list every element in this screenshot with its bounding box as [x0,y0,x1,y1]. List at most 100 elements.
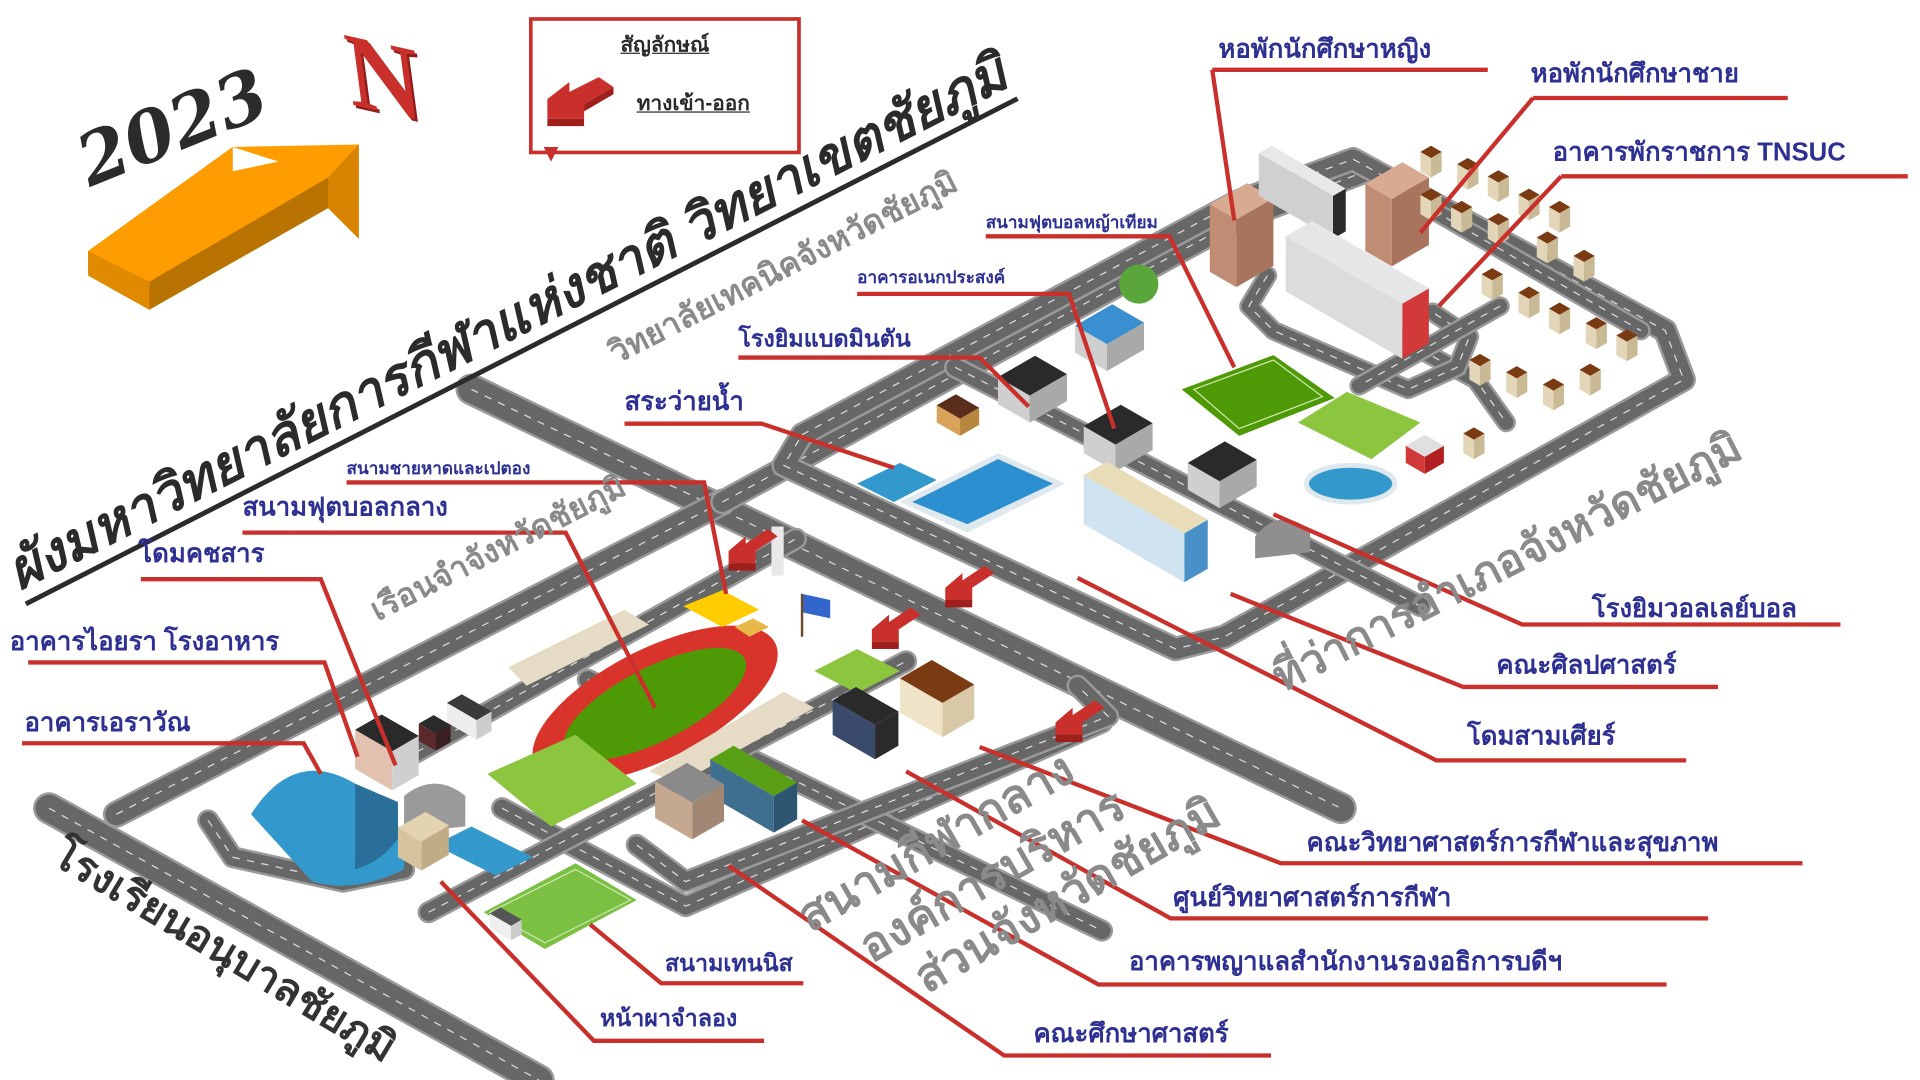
leader-line-15 [1272,512,1841,627]
fuel-station-side-a [1405,445,1425,474]
staff-house-9 [1573,249,1595,282]
pool-small [857,462,937,503]
staff-house-15-side-b [1480,360,1491,386]
label-staff-housing[interactable]: อาคารพักราชการ TNSUC [1552,138,1846,167]
staff-house-4-side-a [1548,206,1560,233]
staff-house-9-side-a [1573,255,1585,282]
staff-housing-building-side-a [1285,236,1403,359]
label-turf-field[interactable]: สนามฟุตบอลหญ้าเทียม [985,211,1158,232]
staff-house-14-side-a [1616,335,1627,362]
staff-housing-building [1285,221,1429,359]
road-prison-centerline [116,501,723,815]
staff-house-12-side-b [1559,308,1571,335]
staff-house-16-side-b [1516,372,1528,398]
badminton-gym [997,355,1067,423]
volleyball-gym-roof [1187,441,1257,482]
tennis-shed-side-a [489,913,512,941]
aiyara-canteen-side-a [355,729,393,791]
climbing-wall [397,811,449,871]
flag-icon [802,593,831,619]
staff-house-5 [1420,188,1442,221]
staff-house-8-side-a [1536,237,1548,264]
men-dorm-building-side-a [1365,183,1392,267]
small-building-side-b [435,724,451,751]
staff-house-11-side-b [1528,292,1540,319]
label-beach-petanque[interactable]: สนามชายหาดและเปตอง [346,457,531,478]
men-dorm-building-roof [1365,162,1429,199]
staff-house-7-roof [1487,213,1509,226]
sports-science-center [710,745,798,833]
phaya-lae-building-side-a [655,781,693,840]
phaya-lae-building-side-b [692,784,725,840]
label-multipurpose[interactable]: อาคารอเนกประสงค์ [857,266,1006,287]
staff-house-2-side-a [1487,176,1499,203]
road-housing-centerline [1407,195,1642,332]
dome-kochasarn-front [355,783,398,870]
label-phaya-lae[interactable]: อาคารพญาแลสำนักงานรองอธิการบดีฯ [1128,947,1563,976]
staff-house-17 [1542,378,1565,411]
staff-house-9-side-b [1584,255,1595,282]
entrance-arrow-icon-shade [871,641,899,649]
dorm-annex-building-side-b [1333,188,1346,239]
education-house-side-a [900,678,943,738]
staff-house-6 [1451,200,1473,233]
control-tower [771,526,784,576]
staff-house-11 [1518,286,1540,319]
label-volleyball-gym[interactable]: โรงยิมวอลเลย์บอล [1591,595,1797,624]
road-dorm-loop-centerline [1248,275,1471,391]
entrance-arrow-icon [547,77,614,127]
staff-house-12-side-a [1548,308,1560,335]
leader-line-12 [140,577,398,767]
road-housing-cross-centerline [1358,305,1501,387]
label-sports-science-center[interactable]: ศูนย์วิทยาศาสตร์การกีฬา [1173,884,1452,913]
staff-house-0-side-a [1420,151,1432,178]
gym-hall-side-a [1083,426,1116,472]
label-education[interactable]: คณะศึกษาศาสตร์ [1033,1020,1229,1049]
label-dome-three-heads[interactable]: โดมสามเศียร์ [1466,722,1616,751]
label-aiyara-canteen[interactable]: อาคารไอยรา โรงอาหาร [9,628,280,657]
leader-line-7 [857,291,1117,430]
label-liberal-arts[interactable]: คณะศิลปศาสตร์ [1496,651,1677,680]
multipurpose-building-roof [1075,304,1145,345]
label-dome-kochasarn[interactable]: โดมคชสาร [138,540,265,569]
label-climbing-wall[interactable]: หน้าผาจำลอง [600,1006,738,1033]
sports-science-center-side-a [710,759,774,833]
climbing-wall-side-b [421,825,449,871]
petanque-court [734,618,769,637]
staff-house-18-side-b [1590,369,1601,396]
label-women-dorm[interactable]: หอพักนักศึกษาหญิง [1218,35,1432,64]
women-dorm-building-side-b [1236,198,1274,288]
lower-pool [434,826,533,876]
label-pool[interactable]: สระว่ายน้ำ [624,388,744,417]
tennis-courts [483,863,637,949]
turf-field-lines [1192,359,1324,430]
label-central-football[interactable]: สนามฟุตบอลกลาง [242,493,448,522]
phaya-lae-building-roof [655,762,725,803]
label-sports-science-health[interactable]: คณะวิทยาศาสตร์การกีฬาและสุขภาพ [1306,828,1719,858]
staff-house-2-roof [1487,170,1509,183]
label-men-dorm[interactable]: หอพักนักศึกษาชาย [1530,60,1739,89]
staff-house-14 [1616,329,1638,362]
small-building [418,715,451,751]
gym-hall-side-b [1115,423,1153,472]
leader-line-16 [1229,591,1718,690]
badminton-gym-side-b [1029,374,1067,423]
sports-science-health-side-a [832,700,876,760]
women-dorm-building-roof [1209,183,1274,220]
tennis-court-lines [488,868,632,944]
pool-oval [1304,462,1398,505]
entrance-arrow-icon [1055,700,1105,735]
staff-house-8 [1536,231,1558,264]
staff-house-4-roof [1548,200,1571,214]
grandstand-east [648,691,815,784]
staff-house-12 [1548,302,1571,335]
women-dorm-building [1209,183,1274,288]
staff-house-14-side-b [1626,335,1638,362]
label-erawan[interactable]: อาคารเอราวัณ [24,708,191,738]
leader-line-8 [738,355,1031,409]
small-building-roof [418,715,451,734]
storage-building-side-a [446,702,477,740]
label-badminton-gym[interactable]: โรงยิมแบดมินตัน [738,326,911,353]
label-tennis[interactable]: สนามเทนนิส [664,951,793,978]
